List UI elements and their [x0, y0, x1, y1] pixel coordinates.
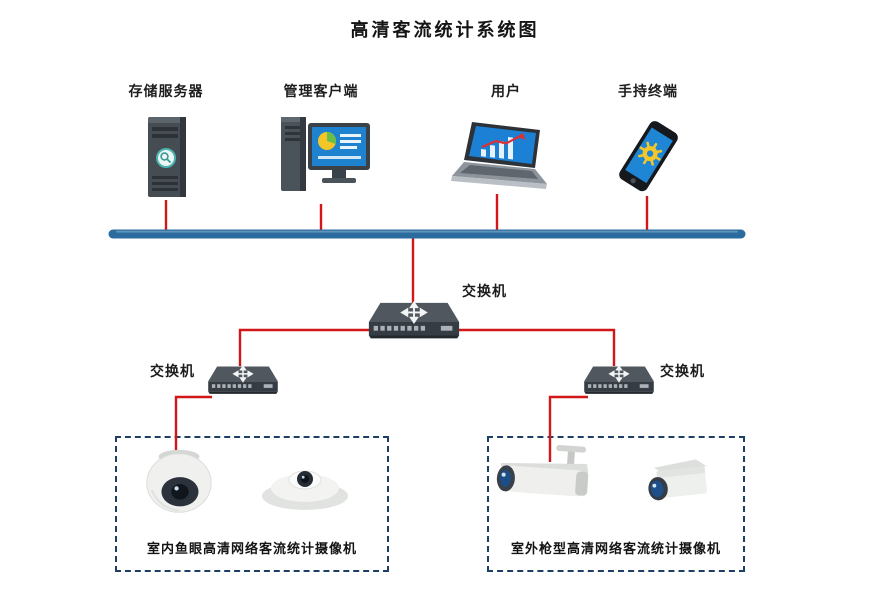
- indoor-camera-group-label: 室内鱼眼高清网络客流统计摄像机: [146, 541, 357, 556]
- network-switch-icon: [582, 362, 656, 402]
- fisheye-camera-icon: [262, 470, 348, 510]
- management-client-node: [278, 112, 372, 206]
- bullet-camera-icon: [496, 444, 589, 497]
- core-switch-node: [366, 298, 462, 348]
- desktop-computer-icon: [281, 117, 370, 191]
- right-switch-label: 交换机: [660, 363, 705, 379]
- network-switch-icon: [206, 362, 280, 402]
- handheld-terminal-node: [612, 116, 684, 198]
- box-camera-node: [636, 450, 716, 512]
- management-client-label: 管理客户端: [283, 83, 359, 99]
- dome-camera-node: [140, 444, 218, 522]
- indoor-camera-group-box: 室内鱼眼高清网络客流统计摄像机: [115, 436, 389, 572]
- laptop-icon: [451, 122, 547, 189]
- handheld-terminal-label: 手持终端: [618, 83, 678, 99]
- dome-camera-icon: [146, 449, 212, 513]
- network-switch-icon: [366, 298, 462, 348]
- red-link-lines: [164, 194, 649, 462]
- left-switch-label: 交换机: [150, 363, 195, 379]
- right-switch-node: [582, 362, 656, 402]
- left-switch-node: [206, 362, 280, 402]
- server-tower-icon: [148, 117, 186, 197]
- storage-server-node: [136, 112, 198, 202]
- user-label: 用户: [491, 83, 521, 99]
- smartphone-icon: [619, 121, 678, 192]
- fisheye-camera-node: [258, 452, 352, 514]
- diagram-title: 高清客流统计系统图: [350, 20, 540, 40]
- box-camera-icon: [648, 459, 707, 501]
- user-node: [450, 122, 550, 200]
- bullet-camera-node: [488, 442, 600, 514]
- outdoor-camera-group-box: 室外枪型高清网络客流统计摄像机: [487, 436, 745, 572]
- outdoor-camera-group-label: 室外枪型高清网络客流统计摄像机: [510, 541, 721, 556]
- core-switch-label: 交换机: [462, 283, 507, 299]
- storage-server-label: 存储服务器: [128, 83, 204, 99]
